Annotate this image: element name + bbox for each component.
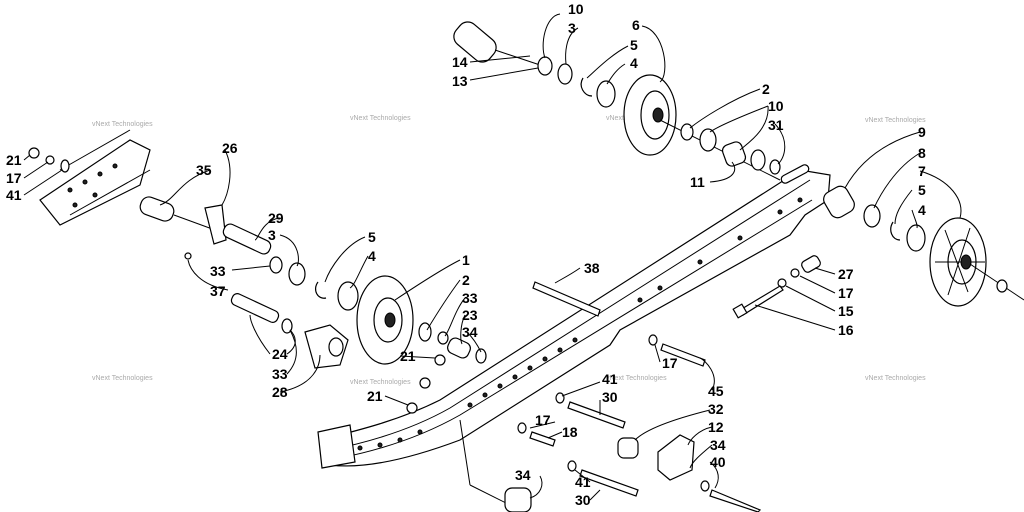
callout-16: 16 [838,322,854,338]
callout-2: 2 [462,272,470,288]
callout-32: 32 [708,401,724,417]
callout-34: 34 [710,437,726,453]
rail-holes [357,197,803,451]
callout-18: 18 [562,424,578,440]
callout-5: 5 [918,182,926,198]
callout-21: 21 [400,348,416,364]
callout-4: 4 [918,202,926,218]
watermark: vNext Technologies [350,379,411,386]
callout-33: 33 [210,263,226,279]
callout-34: 34 [462,324,478,340]
callout-9: 9 [918,124,926,140]
leader-lines [23,13,962,501]
callout-28: 28 [272,384,288,400]
callout-30: 30 [575,492,591,508]
callout-3: 3 [268,227,276,243]
callout-41: 41 [6,187,22,203]
callout-21: 21 [6,152,22,168]
right-idler-assembly [732,185,1024,319]
watermark: vNext Technologies [92,121,153,128]
callout-30: 30 [602,389,618,405]
main-slide-rail [317,164,831,511]
callout-labels: 10 3 6 5 4 14 13 2 10 31 11 9 8 7 5 4 21… [6,1,926,508]
callout-2: 2 [762,81,770,97]
callout-3: 3 [568,20,576,36]
callout-31: 31 [768,117,784,133]
callout-13: 13 [452,73,468,89]
watermark: vNext Technologies [606,375,667,382]
callout-4: 4 [630,55,638,71]
callout-10: 10 [568,1,584,17]
callout-17: 17 [838,285,854,301]
callout-21: 21 [367,388,383,404]
top-idler-assembly [453,21,781,181]
callout-15: 15 [838,303,854,319]
callout-24: 24 [272,346,288,362]
left-rail-fragment [39,129,151,226]
callout-14: 14 [452,54,468,70]
callout-29: 29 [268,210,284,226]
callout-33: 33 [272,366,288,382]
callout-34: 34 [515,467,531,483]
callout-23: 23 [462,307,478,323]
callout-26: 26 [222,140,238,156]
callout-45: 45 [708,383,724,399]
callout-5: 5 [630,37,638,53]
callout-4: 4 [368,248,376,264]
callout-27: 27 [838,266,854,282]
callout-1: 1 [462,252,470,268]
callout-5: 5 [368,229,376,245]
callout-17: 17 [535,412,551,428]
callout-33: 33 [462,290,478,306]
callout-40: 40 [710,454,726,470]
callout-11: 11 [690,174,705,190]
watermark: vNext Technologies [350,115,411,122]
fasteners-lower [406,334,762,512]
callout-17: 17 [662,355,678,371]
watermark: vNext Technologies [865,375,926,382]
callout-12: 12 [708,419,724,435]
callout-10: 10 [768,98,784,114]
watermark: vNext Technologies [92,375,153,382]
callout-41: 41 [575,474,591,490]
watermarks: vNext Technologies vNext Technologies vN… [92,115,926,386]
callout-6: 6 [632,17,640,33]
callout-41: 41 [602,371,618,387]
callout-35: 35 [196,162,212,178]
callout-17: 17 [6,170,22,186]
lower-shaft-assembly [230,281,601,369]
callout-8: 8 [918,145,926,161]
callout-7: 7 [918,163,926,179]
callout-37: 37 [210,283,226,299]
callout-38: 38 [584,260,600,276]
watermark: vNext Technologies [865,117,926,124]
